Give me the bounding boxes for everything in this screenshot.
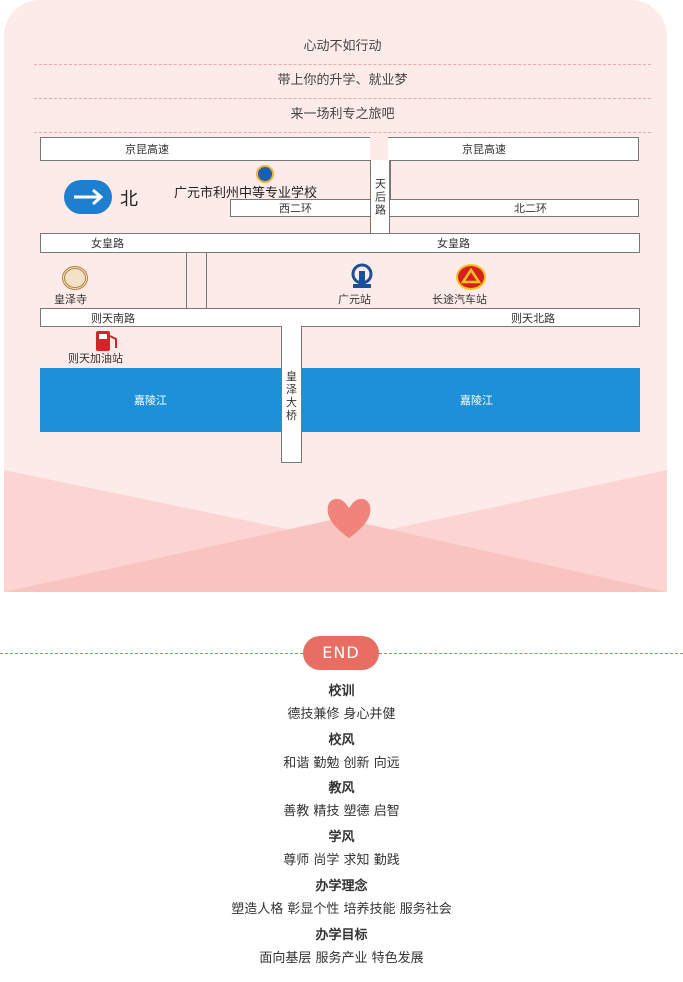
slogan-2: 带上你的升学、就业梦: [34, 64, 651, 99]
bus-station-icon: [456, 264, 486, 290]
road-label: 北二环: [514, 202, 547, 215]
road-jingkun-right: 京昆高速: [388, 137, 639, 161]
school-logo-icon: [256, 165, 274, 183]
place-bus-station: 长途汽车站: [432, 293, 487, 306]
motto-title: 校风: [328, 733, 355, 748]
place-huangzesi: 皇泽寺: [54, 293, 87, 306]
map-card: 心动不如行动 带上你的升学、就业梦 来一场利专之旅吧 京昆高速 京昆高速 天后路…: [4, 0, 667, 592]
road-zetian: 则天南路 则天北路: [40, 308, 640, 327]
road-label: 西二环: [279, 202, 312, 215]
dashed-line-left: [0, 653, 303, 654]
motto-title: 教风: [328, 781, 355, 796]
road-nvhuang: 女皇路 女皇路: [40, 233, 640, 253]
river-jialing: 嘉陵江 嘉陵江: [40, 368, 640, 432]
road-label: 皇泽大桥: [286, 370, 297, 422]
heart-icon: [327, 498, 371, 538]
temple-icon: [62, 266, 88, 290]
dashed-line-right: [379, 653, 683, 654]
road-label: 天后路: [375, 177, 386, 217]
motto-text: 尊师 尚学 求知 勤践: [283, 853, 400, 868]
end-divider: END: [0, 636, 683, 670]
fuel-pump-icon: [94, 330, 120, 352]
arrow-right-icon: [64, 180, 112, 214]
map-line: [186, 252, 187, 309]
north-label: 北: [120, 189, 138, 210]
map-line: [390, 160, 391, 200]
road-label: 女皇路: [437, 237, 470, 250]
road-beierhuan: 北二环: [390, 199, 639, 217]
slogan-3: 来一场利专之旅吧: [34, 98, 651, 133]
motto-title: 校训: [328, 684, 355, 699]
road-label: 京昆高速: [462, 143, 506, 156]
school-name: 广元市利州中等专业学校: [174, 186, 318, 201]
place-guangyuan-station: 广元站: [338, 293, 371, 306]
map-line: [370, 160, 371, 206]
road-xierhuan: 西二环: [230, 199, 370, 217]
river-label-left: 嘉陵江: [134, 394, 167, 407]
envelope-flap: [4, 470, 667, 592]
river-label-right: 嘉陵江: [460, 394, 493, 407]
road-tianhou: 天后路: [370, 160, 390, 234]
road-label: 则天南路: [91, 311, 135, 325]
place-gas-station: 则天加油站: [68, 352, 123, 365]
road-jingkun-left: 京昆高速: [40, 137, 370, 161]
motto-text: 塑造人格 彰显个性 培养技能 服务社会: [231, 902, 452, 917]
motto-text: 善教 精技 塑德 启智: [283, 804, 400, 819]
railway-icon: [348, 263, 376, 289]
map-line: [206, 252, 207, 309]
slogan-1: 心动不如行动: [34, 30, 651, 65]
motto-text: 德技兼修 身心并健: [287, 707, 396, 722]
end-badge: END: [303, 636, 379, 670]
motto-title: 办学理念: [315, 879, 368, 894]
motto-text: 和谐 勤勉 创新 向远: [283, 756, 400, 771]
road-label: 女皇路: [91, 237, 124, 250]
motto-title: 学风: [328, 830, 355, 845]
motto-title: 办学目标: [315, 928, 368, 943]
bridge-over-river: 皇泽大桥: [281, 367, 302, 463]
road-label: 则天北路: [511, 311, 555, 325]
road-label: 京昆高速: [125, 143, 169, 156]
motto-text: 面向基层 服务产业 特色发展: [259, 951, 424, 966]
